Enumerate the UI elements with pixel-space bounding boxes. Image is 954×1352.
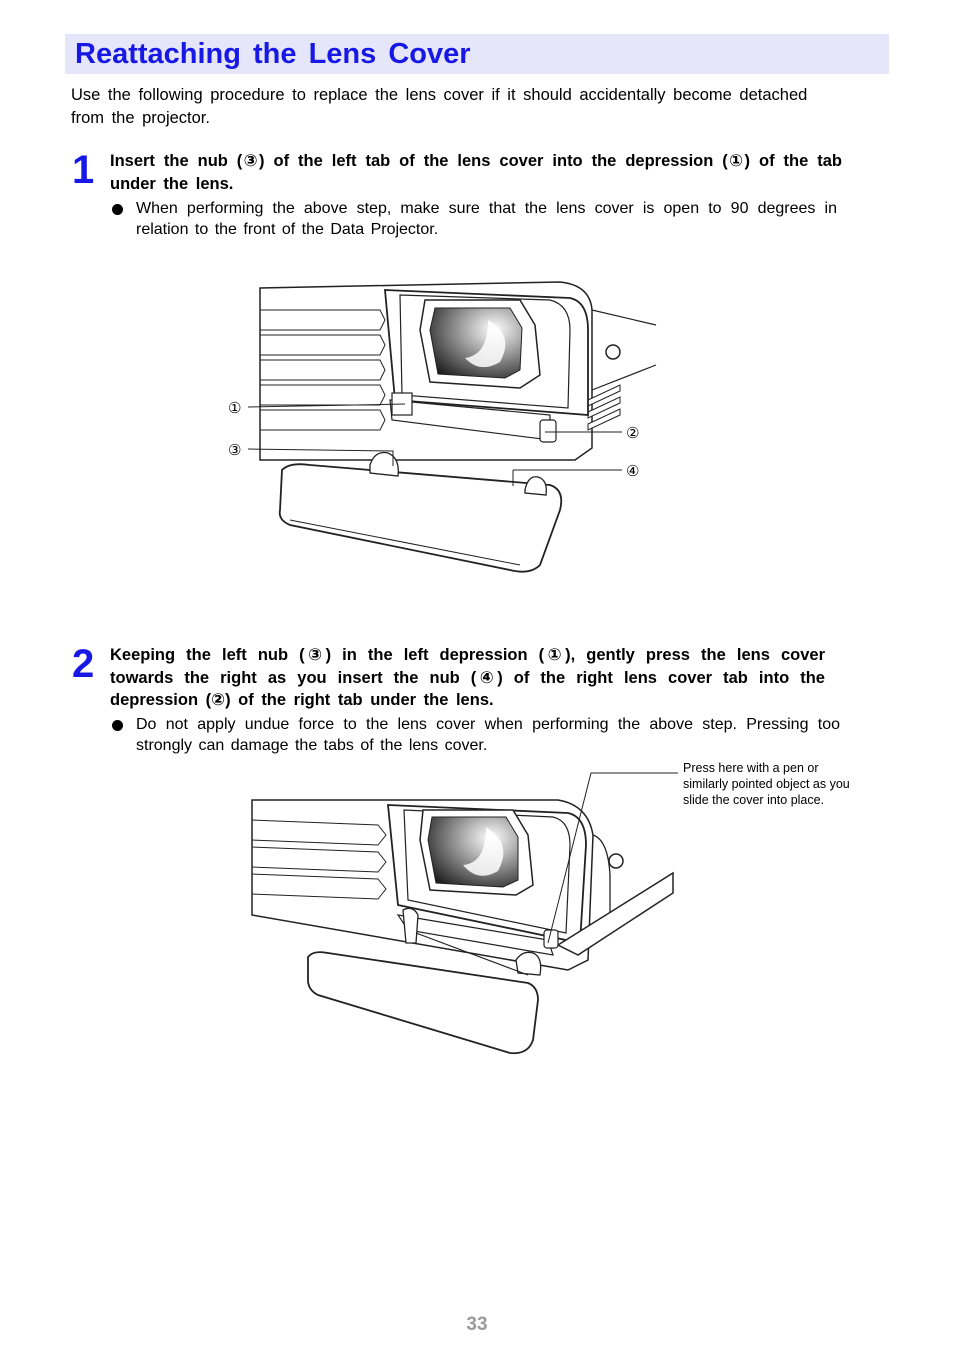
figure-1-label-1: ①: [228, 399, 241, 417]
step-2-note-text: Do not apply undue force to the lens cov…: [136, 716, 840, 754]
figure-2-illustration: [251, 772, 678, 1055]
step-1-note-text: When performing the above step, make sur…: [136, 200, 837, 238]
step-2-number: 2: [72, 642, 95, 686]
figure-1-label-2: ②: [626, 424, 639, 442]
step-2-text: Keeping the left nub (③) in the left dep…: [110, 646, 825, 709]
bullet-dot-icon: [112, 720, 123, 731]
figure-1-illustration: ① ② ③ ④: [228, 281, 657, 573]
title-bar: Reattaching the Lens Cover: [65, 34, 889, 74]
press-here-callout: Press here with a pen or similarly point…: [683, 761, 850, 807]
step-1-number: 1: [72, 148, 95, 192]
step-1-text: Insert the nub (③) of the left tab of th…: [110, 152, 842, 193]
step-1-note: When performing the above step, make sur…: [112, 199, 837, 240]
intro-paragraph: Use the following procedure to replace t…: [71, 86, 808, 127]
bullet-dot-icon: [112, 204, 123, 215]
page-title: Reattaching the Lens Cover: [75, 38, 471, 70]
step-2-note: Do not apply undue force to the lens cov…: [112, 715, 840, 756]
figure-1-label-4: ④: [626, 462, 639, 480]
figure-1-label-3: ③: [228, 441, 241, 459]
page-number: 33: [466, 1314, 488, 1335]
